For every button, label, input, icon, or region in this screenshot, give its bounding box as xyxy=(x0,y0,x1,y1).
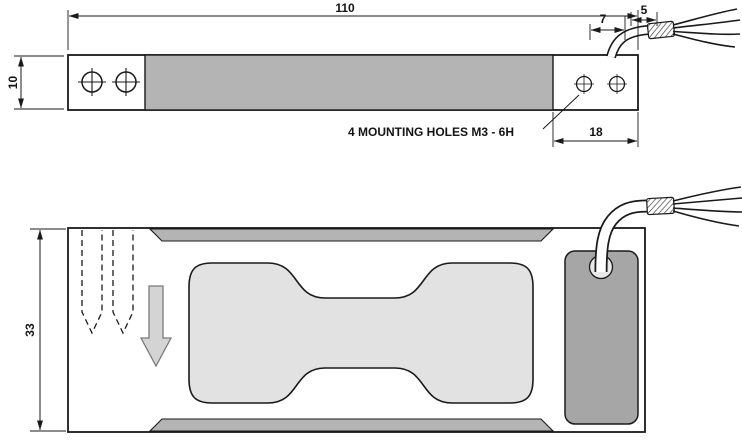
load-direction-arrow-icon xyxy=(139,285,173,368)
dim-overall-length-label: 110 xyxy=(335,1,355,15)
leader-line xyxy=(542,94,580,130)
hidden-feature-dashed-lines xyxy=(81,230,134,335)
beam-center-section xyxy=(144,54,554,111)
dim-cable-stub-label: 5 xyxy=(641,3,648,17)
dim-cable-stub: 5 xyxy=(630,3,658,26)
cable-plan-view xyxy=(594,186,742,273)
dim-beam-width-label: 33 xyxy=(23,323,37,337)
mounting-holes-annotation: 4 MOUNTING HOLES M3 - 6H xyxy=(348,94,580,139)
dim-beam-height: 10 xyxy=(6,55,64,110)
top-recess-band xyxy=(148,228,555,242)
dim-beam-height-label: 10 xyxy=(6,76,20,90)
cable-wires xyxy=(672,8,741,48)
cable-side-view xyxy=(606,8,741,59)
dim-beam-width: 33 xyxy=(23,228,66,432)
dim-overall-length: 110 xyxy=(67,1,639,50)
cable-ferrule xyxy=(646,196,675,216)
cable-wires xyxy=(672,186,742,227)
bottom-recess-band xyxy=(148,418,555,432)
cable-ferrule xyxy=(646,20,676,40)
dim-cable-exit-offset-label: 7 xyxy=(600,12,607,26)
side-elevation-view: 110 7 5 10 4 MOUNTING HOLES M3 - 6H xyxy=(6,1,741,147)
dim-end-block-label: 18 xyxy=(589,125,603,139)
dim-cable-exit-offset: 7 xyxy=(589,12,626,40)
plan-view: 33 xyxy=(23,186,742,433)
left-mounting-holes xyxy=(78,68,140,96)
right-mounting-holes xyxy=(574,74,627,94)
bone-shaped-pocket xyxy=(188,262,534,404)
mounting-holes-note: 4 MOUNTING HOLES M3 - 6H xyxy=(348,125,514,139)
dim-end-block: 18 xyxy=(552,112,639,147)
